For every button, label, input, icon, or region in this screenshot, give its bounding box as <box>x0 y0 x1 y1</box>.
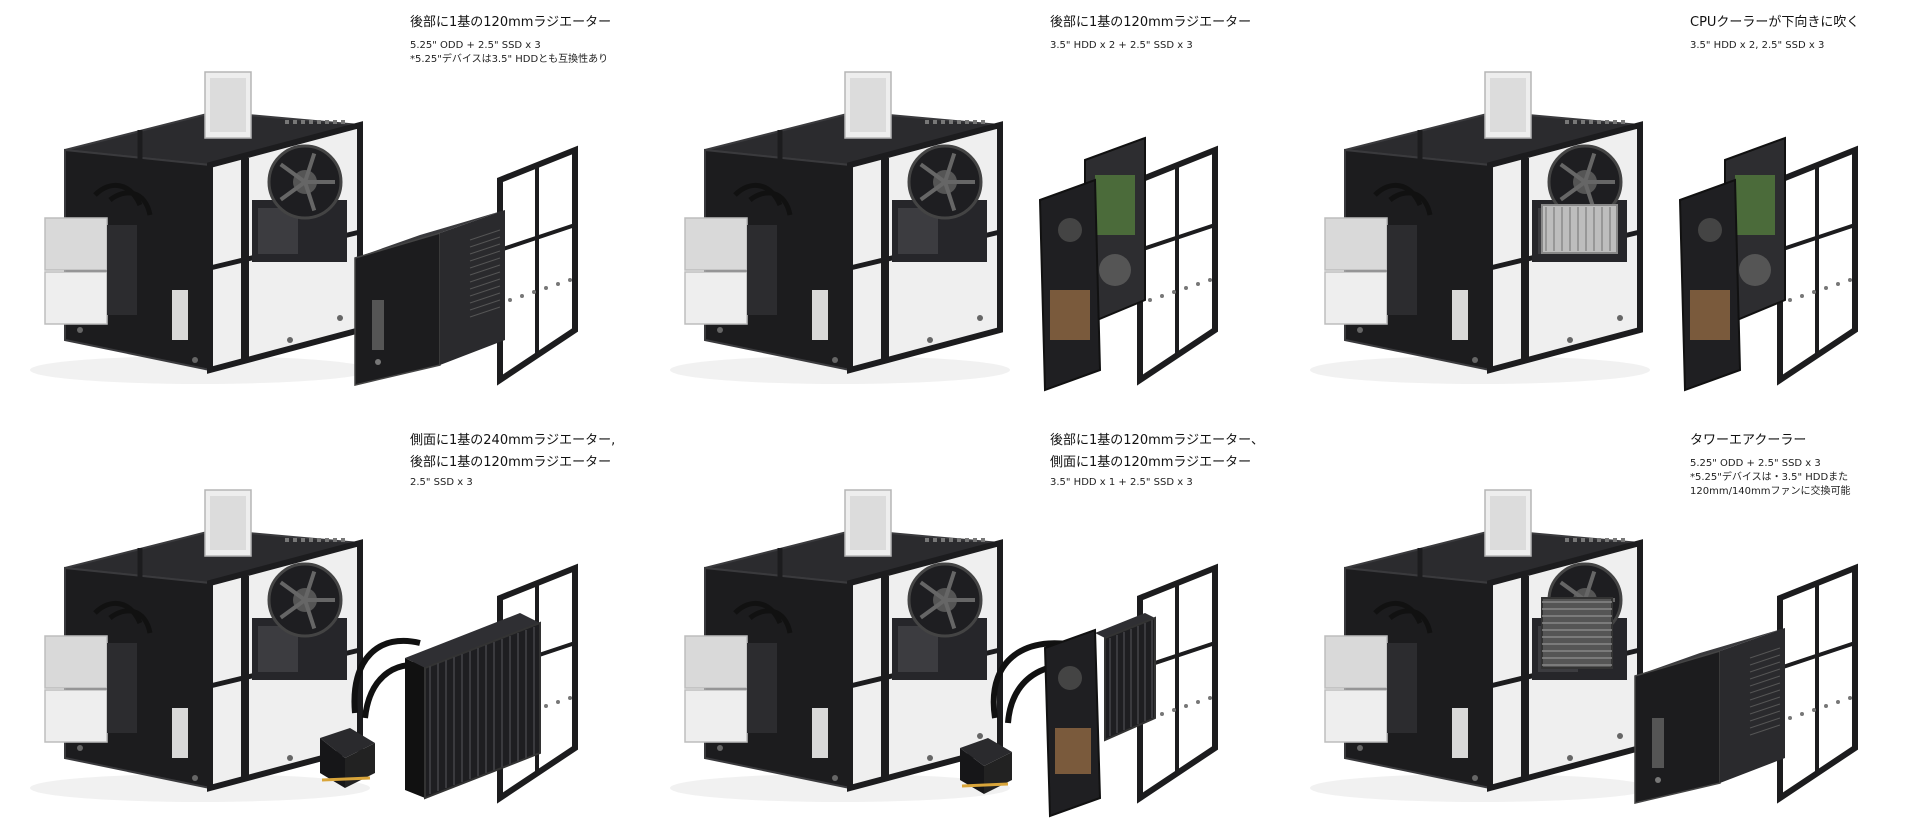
config-spec-line: 5.25" ODD + 2.5" SSD x 3 <box>410 40 541 51</box>
config-panel-bottom-left: 側面に1基の240mmラジエーター, 後部に1基の120mmラジエーター 2.5" … <box>0 418 640 835</box>
config-caption: 後部に1基の120mmラジエーター 3.5" HDD x 2 + 2.5" SSD… <box>1050 14 1280 53</box>
case-configuration-image <box>670 71 1218 392</box>
config-title: 側面に1基の240mmラジエーター, <box>410 433 616 448</box>
side-bracket-frame <box>1137 145 1218 386</box>
config-title: 後部に1基の120mmラジエーター <box>1050 15 1252 30</box>
side-bracket-frame <box>1777 145 1858 386</box>
config-panel-top-right: CPUクーラーが下向きに吹く 3.5" HDD x 2, 2.5" SSD x 3 <box>1280 0 1920 417</box>
radiator-120-hdd-illustration <box>960 613 1156 818</box>
case-configuration-image <box>1310 71 1858 392</box>
config-panel-top-middle: 後部に1基の120mmラジエーター 3.5" HDD x 2 + 2.5" SSD… <box>640 0 1280 417</box>
config-spec-line: 3.5" HDD x 1 + 2.5" SSD x 3 <box>1050 477 1193 488</box>
config-spec-line: 3.5" HDD x 2, 2.5" SSD x 3 <box>1690 40 1825 51</box>
case-configuration-image <box>670 489 1218 818</box>
config-title: 側面に1基の120mmラジエーター <box>1050 455 1252 470</box>
config-spec-line: 5.25" ODD + 2.5" SSD x 3 <box>1690 458 1821 469</box>
case-configuration-image <box>1310 489 1858 804</box>
config-caption: 側面に1基の240mmラジエーター, 後部に1基の120mmラジエーター 2.5" … <box>410 432 640 490</box>
config-spec-line: 3.5" HDD x 2 + 2.5" SSD x 3 <box>1050 40 1193 51</box>
config-panel-bottom-middle: 後部に1基の120mmラジエーター、側面に1基の120mmラジエーター 3.5" … <box>640 418 1280 835</box>
hdd-pair-illustration <box>1038 136 1146 392</box>
config-caption: 後部に1基の120mmラジエーター、側面に1基の120mmラジエーター 3.5" … <box>1050 432 1280 490</box>
config-panel-bottom-right: タワーエアクーラー 5.25" ODD + 2.5" SSD x 3 *5.25"デ… <box>1280 418 1920 835</box>
hdd-pair-illustration <box>1678 136 1786 392</box>
side-bracket-frame <box>497 145 578 386</box>
config-caption: CPUクーラーが下向きに吹く 3.5" HDD x 2, 2.5" SSD x 3 <box>1690 14 1920 53</box>
case-illustration <box>670 489 1010 802</box>
config-panel-top-left: 後部に1基の120mmラジエーター 5.25" ODD + 2.5" SSD x … <box>0 0 640 417</box>
case-configuration-image <box>30 71 578 386</box>
side-bracket-frame <box>1777 563 1858 804</box>
case-illustration <box>30 489 370 802</box>
config-title: 後部に1基の120mmラジエーター、 <box>1050 433 1265 448</box>
case-illustration <box>1310 489 1650 802</box>
config-caption: 後部に1基の120mmラジエーター 5.25" ODD + 2.5" SSD x … <box>410 14 640 67</box>
config-spec-line: 120mm/140mmファンに交換可能 <box>1690 486 1851 497</box>
config-title: CPUクーラーが下向きに吹く <box>1690 15 1860 30</box>
config-spec-line: 2.5" SSD x 3 <box>410 477 473 488</box>
config-caption: タワーエアクーラー 5.25" ODD + 2.5" SSD x 3 *5.25"デ… <box>1690 432 1920 499</box>
config-title: 後部に1基の120mmラジエーター <box>410 455 612 470</box>
config-spec-line: *5.25"デバイスは・3.5" HDDまた <box>1690 472 1849 483</box>
odd-bracket-illustration <box>354 210 505 386</box>
odd-bracket-illustration <box>1634 628 1785 804</box>
config-title: タワーエアクーラー <box>1690 433 1807 448</box>
case-illustration <box>1310 71 1650 384</box>
radiator-240-illustration <box>320 613 541 800</box>
config-spec-line: *5.25"デバイスは3.5" HDDとも互換性あり <box>410 54 609 65</box>
case-configuration-image <box>30 489 578 804</box>
case-illustration <box>30 71 370 384</box>
case-illustration <box>670 71 1010 384</box>
config-title: 後部に1基の120mmラジエーター <box>410 15 612 30</box>
